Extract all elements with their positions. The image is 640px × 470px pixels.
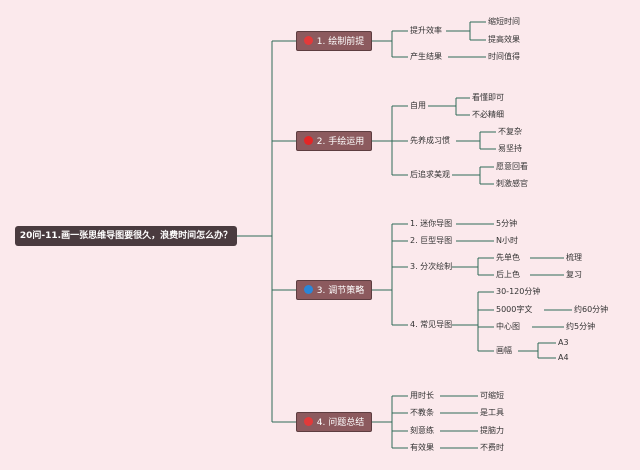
node-b2-beauty-later[interactable]: 后追求美观 <box>410 170 450 179</box>
branch-4-label: 4. 问题总结 <box>316 418 365 428</box>
branch-4-topic[interactable]: 4. 问题总结 <box>296 412 372 432</box>
node-b3-center-image[interactable]: 中心图 <box>496 322 520 331</box>
node-b3-30-120-min[interactable]: 30-120分钟 <box>496 287 541 296</box>
node-b2-not-refined[interactable]: 不必精细 <box>472 110 504 119</box>
node-b3-n-hours[interactable]: N小时 <box>496 236 518 245</box>
node-b1-improve-effect[interactable]: 提高效果 <box>488 35 520 44</box>
node-b4-boost-brain[interactable]: 提脑力 <box>480 426 504 435</box>
branch-2-label: 2. 手绘运用 <box>316 137 365 147</box>
node-b2-understandable[interactable]: 看懂即可 <box>472 93 504 102</box>
node-b3-a3[interactable]: A3 <box>558 338 569 347</box>
node-b2-willing-review[interactable]: 愿意回看 <box>496 162 528 171</box>
node-b4-deliberate-practice[interactable]: 刻意练 <box>410 426 434 435</box>
node-b3-staged-drawing[interactable]: 3. 分次绘制 <box>410 262 453 271</box>
node-b3-review[interactable]: 复习 <box>566 270 582 279</box>
node-b3-common-map[interactable]: 4. 常见导图 <box>410 320 453 329</box>
node-b2-not-complex[interactable]: 不复杂 <box>498 127 522 136</box>
branch-3-label: 3. 调节策略 <box>316 286 365 296</box>
root-topic[interactable]: 20问-11.画一张思维导图要很久，浪费时间怎么办？ <box>15 226 237 246</box>
node-b3-canvas-size[interactable]: 画幅 <box>496 346 512 355</box>
node-b1-produce-result[interactable]: 产生结果 <box>410 52 442 61</box>
node-b1-shorten-time[interactable]: 缩短时间 <box>488 17 520 26</box>
red-dot-icon <box>303 417 313 426</box>
node-b3-sort-out[interactable]: 梳理 <box>566 253 582 262</box>
node-b2-easy-persist[interactable]: 易坚持 <box>498 144 522 153</box>
node-b4-effective[interactable]: 有效果 <box>410 443 434 452</box>
blue-dot-icon <box>303 285 313 294</box>
node-b4-is-tool[interactable]: 是工具 <box>480 408 504 417</box>
node-b3-a4[interactable]: A4 <box>558 353 569 362</box>
node-b4-not-dogmatic[interactable]: 不教条 <box>410 408 434 417</box>
branch-1-topic[interactable]: 1. 绘制前提 <box>296 31 372 51</box>
node-b4-can-shorten[interactable]: 可缩短 <box>480 391 504 400</box>
branch-3-topic[interactable]: 3. 调节策略 <box>296 280 372 300</box>
node-b2-habit-first[interactable]: 先养成习惯 <box>410 136 450 145</box>
red-dot-icon <box>303 36 313 45</box>
node-b4-not-time-wasting[interactable]: 不费时 <box>480 443 504 452</box>
red-dot-icon <box>303 136 313 145</box>
node-b2-self-use[interactable]: 自用 <box>410 101 426 110</box>
node-b1-worth-time[interactable]: 时间值得 <box>488 52 520 61</box>
node-b3-about-5-min[interactable]: 约5分钟 <box>566 322 596 331</box>
node-b4-takes-long[interactable]: 用时长 <box>410 391 434 400</box>
node-b3-about-60-min[interactable]: 约60分钟 <box>574 305 609 314</box>
node-b3-giant-map[interactable]: 2. 巨型导图 <box>410 236 453 245</box>
branch-1-label: 1. 绘制前提 <box>316 37 365 47</box>
node-b1-improve-efficiency[interactable]: 提升效率 <box>410 26 442 35</box>
node-b3-5000-words[interactable]: 5000字文 <box>496 305 533 314</box>
node-b3-5-minutes[interactable]: 5分钟 <box>496 219 518 228</box>
node-b3-color-later[interactable]: 后上色 <box>496 270 520 279</box>
node-b3-mini-map[interactable]: 1. 迷你导图 <box>410 219 453 228</box>
node-b3-monochrome-first[interactable]: 先单色 <box>496 253 520 262</box>
node-b2-stimulate-senses[interactable]: 刺激感官 <box>496 179 528 188</box>
branch-2-topic[interactable]: 2. 手绘运用 <box>296 131 372 151</box>
